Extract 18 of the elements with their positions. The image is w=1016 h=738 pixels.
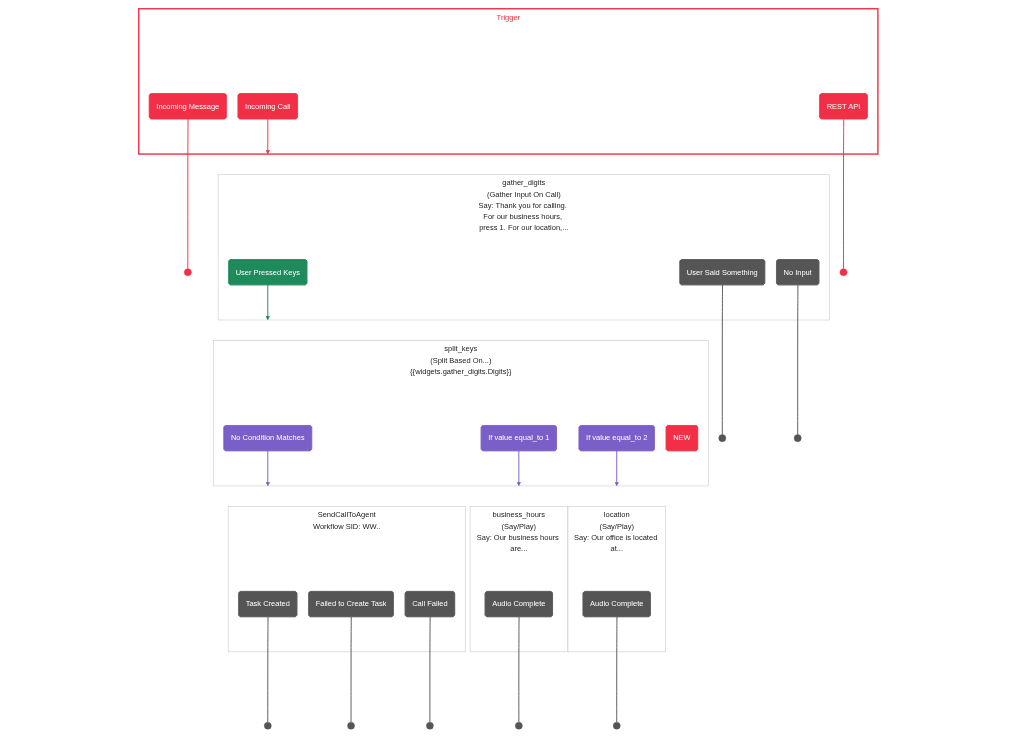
node-circle	[514, 721, 523, 730]
connector	[267, 616, 269, 723]
node-circle	[183, 268, 192, 276]
connector	[518, 616, 520, 723]
node-circle	[793, 434, 802, 442]
node-circle	[263, 721, 272, 730]
node-circle	[425, 721, 434, 730]
node-circle	[346, 721, 355, 730]
connector	[796, 284, 799, 436]
connector	[842, 118, 844, 270]
connector	[350, 616, 352, 723]
connector	[429, 616, 431, 723]
connector	[187, 118, 189, 270]
node-circle	[612, 721, 621, 730]
connector	[721, 284, 723, 436]
connector	[615, 616, 618, 723]
node-circle	[718, 434, 726, 442]
node-circle	[839, 268, 847, 276]
